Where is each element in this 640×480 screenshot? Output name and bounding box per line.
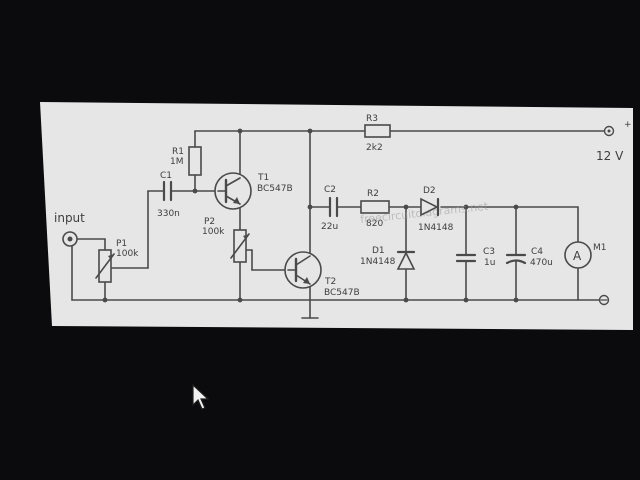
p1-name: P1 — [116, 239, 127, 249]
r3-value: 2k2 — [366, 143, 383, 153]
c3-value: 1u — [484, 258, 495, 268]
d2-name: D2 — [423, 186, 436, 196]
plus-sign: + — [624, 120, 632, 130]
supply-voltage-label: 12 V — [596, 149, 624, 163]
c1-value: 330n — [157, 209, 180, 219]
r1-value: 1M — [170, 157, 184, 167]
resistor-r3 — [364, 124, 391, 138]
p1-value: 100k — [116, 249, 139, 259]
diode-d1 — [396, 250, 416, 270]
c3-name: C3 — [483, 247, 495, 257]
mouse-pointer-icon — [192, 384, 210, 410]
c4-value: 470u — [530, 258, 553, 268]
negative-terminal — [598, 294, 610, 306]
input-label: input — [54, 211, 85, 225]
t2-name: T2 — [324, 277, 336, 287]
ammeter-m1: A — [564, 241, 592, 269]
r2-name: R2 — [367, 189, 379, 199]
potentiometer-p1 — [95, 249, 115, 283]
transistor-t2 — [284, 251, 322, 289]
diode-d2 — [420, 197, 440, 217]
c2-name: C2 — [324, 185, 336, 195]
positive-terminal — [603, 125, 615, 137]
ammeter-symbol: A — [573, 249, 582, 263]
capacitor-c2 — [328, 196, 339, 218]
r2-value: 820 — [366, 219, 383, 229]
c1-name: C1 — [160, 171, 172, 181]
junction-dots — [102, 128, 519, 303]
capacitor-c3 — [455, 253, 477, 263]
t1-type: BC547B — [257, 184, 293, 194]
resistor-r1 — [188, 146, 202, 176]
d1-name: D1 — [372, 246, 385, 256]
t1-name: T1 — [257, 173, 269, 183]
d1-type: 1N4148 — [360, 257, 396, 267]
p2-name: P2 — [204, 217, 215, 227]
c2-value: 22u — [321, 222, 338, 232]
r3-name: R3 — [366, 114, 378, 124]
d2-type: 1N4148 — [418, 223, 454, 233]
c4-name: C4 — [531, 247, 543, 257]
input-jack — [62, 231, 78, 247]
resistor-r2 — [360, 200, 390, 214]
capacitor-c4 — [505, 253, 527, 265]
potentiometer-p2 — [230, 229, 250, 263]
capacitor-c1 — [162, 180, 173, 202]
r1-name: R1 — [172, 147, 184, 157]
m1-name: M1 — [593, 243, 607, 253]
p2-value: 100k — [202, 227, 225, 237]
transistor-t1 — [214, 172, 252, 210]
t2-type: BC547B — [324, 288, 360, 298]
wires — [71, 130, 606, 319]
